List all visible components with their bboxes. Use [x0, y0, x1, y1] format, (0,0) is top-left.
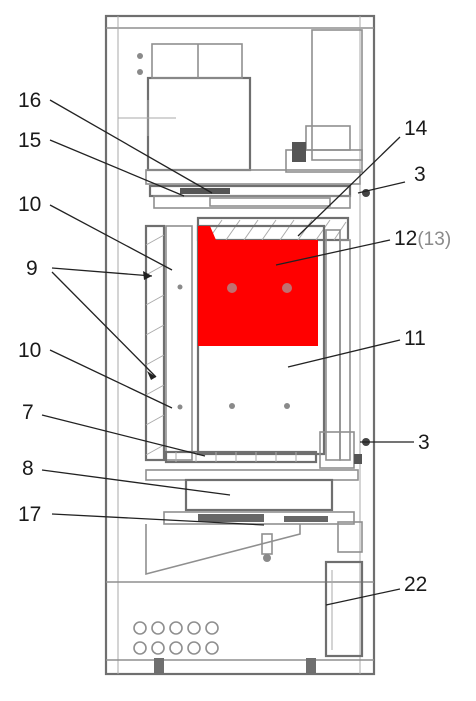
label-14: 14 [404, 117, 428, 140]
leader-line-22 [325, 588, 401, 606]
label-3-upper: 3 [414, 163, 426, 186]
ash-pan [184, 478, 334, 512]
grate [164, 450, 318, 464]
outer-cabinet [104, 14, 376, 676]
label-10-lower: 10 [18, 339, 42, 362]
label-8: 8 [22, 457, 34, 480]
leader-line-16 [49, 99, 213, 194]
leader-line-14 [297, 136, 401, 237]
leader-line-15 [49, 139, 185, 197]
highlighted-liner-panel [198, 226, 318, 346]
label-7: 7 [22, 401, 34, 424]
label-17: 17 [18, 503, 42, 526]
label-3-lower: 3 [418, 431, 430, 454]
leader-line-10-lower [49, 349, 173, 409]
label-10-upper: 10 [18, 193, 42, 216]
leader-line-9-b [51, 271, 157, 378]
leader-line-10-upper [49, 204, 173, 271]
leader-line-11 [287, 339, 401, 368]
flue-collar [146, 76, 252, 172]
label-9: 9 [26, 257, 38, 280]
leader-line-17 [51, 513, 265, 526]
leader-line-12 [275, 239, 391, 266]
label-13-suffix: (13) [417, 229, 452, 250]
label-16: 16 [18, 89, 42, 112]
label-12-13: 12(13) [394, 228, 451, 249]
label-12: 12 [394, 227, 418, 250]
label-11: 11 [404, 327, 426, 350]
label-15: 15 [18, 129, 42, 152]
side-compartment [324, 560, 364, 658]
leader-line-3-upper [357, 181, 406, 194]
label-22: 22 [404, 573, 428, 596]
leader-line-7 [41, 414, 206, 457]
leader-line-8 [41, 469, 231, 496]
leader-line-9-a [51, 267, 153, 277]
